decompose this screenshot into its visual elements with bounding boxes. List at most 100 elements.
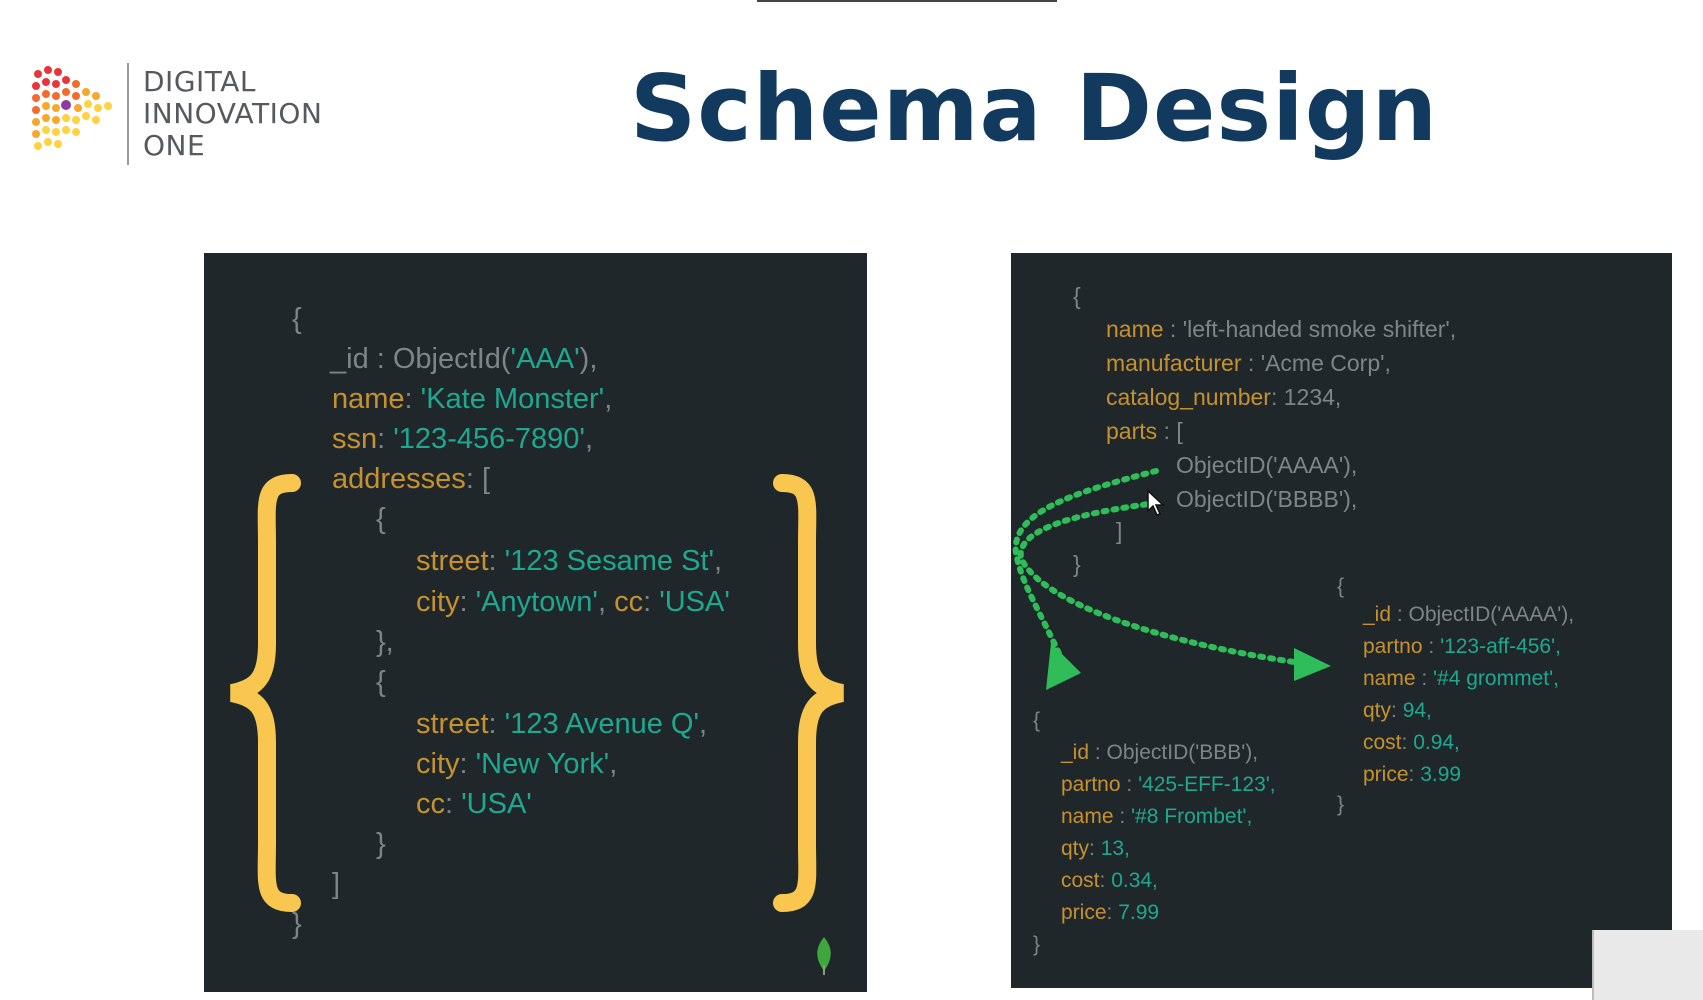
code-close-brace: }	[292, 908, 302, 940]
code-value: '123-aff-456',	[1440, 635, 1561, 658]
code-value: '#8 Frombet',	[1131, 805, 1253, 828]
code-value: 7.99	[1118, 901, 1160, 924]
part-b-line-partno: partno : '425-EFF-123',	[1061, 773, 1276, 796]
referenced-documents-panel: { name : 'left-handed smoke shifter', ma…	[1011, 253, 1672, 988]
code-value: 'AAA'	[510, 343, 580, 375]
product-part-ref-1: ObjectID('AAAA'),	[1176, 452, 1358, 478]
code-open-brace: {	[292, 303, 302, 335]
code-key: cost	[1363, 731, 1402, 754]
code-value: '123-456-7890'	[393, 423, 585, 455]
product-line-catalog: catalog_number: 1234,	[1106, 384, 1342, 410]
code-value: 'USA'	[659, 586, 730, 618]
code-value: ObjectID('BBB'),	[1106, 741, 1259, 764]
code-value: 'left-handed smoke shifter',	[1182, 316, 1457, 342]
webcam-thumbnail	[1592, 930, 1703, 1000]
code-value: 0.34,	[1111, 869, 1158, 892]
product-open-brace: {	[1073, 283, 1081, 309]
part-b-line-price: price: 7.99	[1061, 901, 1160, 924]
product-line-manufacturer: manufacturer : 'Acme Corp',	[1106, 350, 1391, 376]
code-value: '123 Avenue Q'	[504, 708, 700, 740]
arrow-head-icon	[1046, 643, 1081, 690]
code-key: addresses	[332, 463, 466, 495]
part-a-open-brace: {	[1337, 575, 1345, 598]
code-value: 3.99	[1420, 763, 1462, 786]
code-value: 'Anytown'	[475, 586, 598, 618]
part-a-line-partno: partno : '123-aff-456',	[1363, 635, 1561, 658]
code-key: price	[1061, 901, 1107, 924]
part-a-line-price: price: 3.99	[1363, 763, 1462, 786]
code-punct: ),	[579, 343, 598, 375]
code-value: '#4 grommet',	[1433, 667, 1559, 690]
code-key: cc	[416, 788, 445, 820]
logo-divider	[127, 63, 129, 165]
embedded-document-panel: { _id : ObjectId('AAA'), name: 'Kate Mon…	[204, 253, 867, 992]
part-b-line-id: _id : ObjectID('BBB'),	[1061, 741, 1259, 764]
code-value: '425-EFF-123',	[1138, 773, 1276, 796]
left-curly-brace-icon	[229, 474, 301, 912]
code-line-cc-2: cc: 'USA'	[416, 788, 532, 820]
product-line-name: name : 'left-handed smoke shifter',	[1106, 316, 1457, 342]
code-key: name	[1106, 316, 1164, 342]
logo-line-1: DIGITAL	[143, 65, 256, 98]
code-obj-open-2: {	[376, 666, 386, 698]
code-key: partno	[1363, 635, 1423, 658]
code-value: 'Kate Monster'	[420, 383, 605, 415]
part-a-line-id: _id : ObjectID('AAAA'),	[1363, 603, 1575, 626]
code-obj-open-1: {	[376, 503, 386, 535]
code-key: _id	[1061, 741, 1090, 764]
code-value: '123 Sesame St'	[504, 545, 715, 577]
part-b-line-cost: cost: 0.34,	[1061, 869, 1158, 892]
code-line-addresses: addresses: [	[332, 463, 490, 495]
code-key: street	[416, 708, 489, 740]
code-value: 'USA'	[461, 788, 532, 820]
code-line-street-2: street: '123 Avenue Q',	[416, 708, 708, 740]
code-array-close: ]	[332, 868, 341, 900]
code-line-name: name: 'Kate Monster',	[332, 383, 613, 415]
code-key: ssn	[332, 423, 378, 455]
product-part-ref-2: ObjectID('BBBB'),	[1176, 486, 1358, 512]
code-key: manufacturer	[1106, 350, 1242, 376]
code-key: cost	[1061, 869, 1100, 892]
top-divider	[757, 0, 1057, 2]
code-sep: :	[368, 343, 393, 375]
code-key: _id	[330, 343, 369, 375]
code-punct: [	[481, 463, 490, 495]
reference-arrows	[1012, 468, 1331, 690]
product-parts-close: ]	[1116, 518, 1123, 544]
code-value: 13,	[1100, 837, 1130, 860]
code-key: name	[1061, 805, 1114, 828]
code-line-street-1: street: '123 Sesame St',	[416, 545, 723, 577]
code-line-id: _id : ObjectId('AAA'),	[330, 343, 597, 376]
code-obj-close-2: }	[376, 828, 386, 860]
code-fn: ObjectId(	[392, 343, 511, 375]
right-curly-brace-icon	[773, 474, 845, 912]
logo-line-3: ONE	[143, 129, 206, 162]
part-b-line-name: name : '#8 Frombet',	[1061, 805, 1253, 828]
code-key: _id	[1363, 603, 1392, 626]
arrow-head-icon	[1294, 648, 1331, 681]
code-line-city-2: city: 'New York',	[416, 748, 618, 780]
slide-title: Schema Design	[630, 55, 1439, 162]
product-line-parts: parts : [	[1106, 418, 1183, 444]
code-value: 'New York'	[475, 748, 610, 780]
code-value: 1234,	[1283, 384, 1342, 410]
mongodb-leaf-icon	[817, 937, 831, 975]
part-a-close-brace: }	[1337, 793, 1345, 816]
code-key: name	[1363, 667, 1416, 690]
part-a-line-qty: qty: 94,	[1363, 699, 1432, 722]
part-a-line-cost: cost: 0.94,	[1363, 731, 1460, 754]
code-key: parts	[1106, 418, 1158, 444]
code-key: partno	[1061, 773, 1121, 796]
code-punct: [	[1176, 418, 1183, 444]
code-key: street	[416, 545, 489, 577]
code-key: city	[416, 586, 460, 618]
code-key: qty	[1363, 699, 1392, 722]
code-key: price	[1363, 763, 1409, 786]
code-obj-close-1: },	[376, 626, 394, 658]
code-line-ssn: ssn: '123-456-7890',	[332, 423, 593, 455]
part-a-line-name: name : '#4 grommet',	[1363, 667, 1559, 690]
code-key: city	[416, 748, 460, 780]
code-key: catalog_number	[1106, 384, 1271, 410]
code-line-city-1: city: 'Anytown', cc: 'USA'	[416, 586, 730, 618]
code-value: 'Acme Corp',	[1260, 350, 1391, 376]
